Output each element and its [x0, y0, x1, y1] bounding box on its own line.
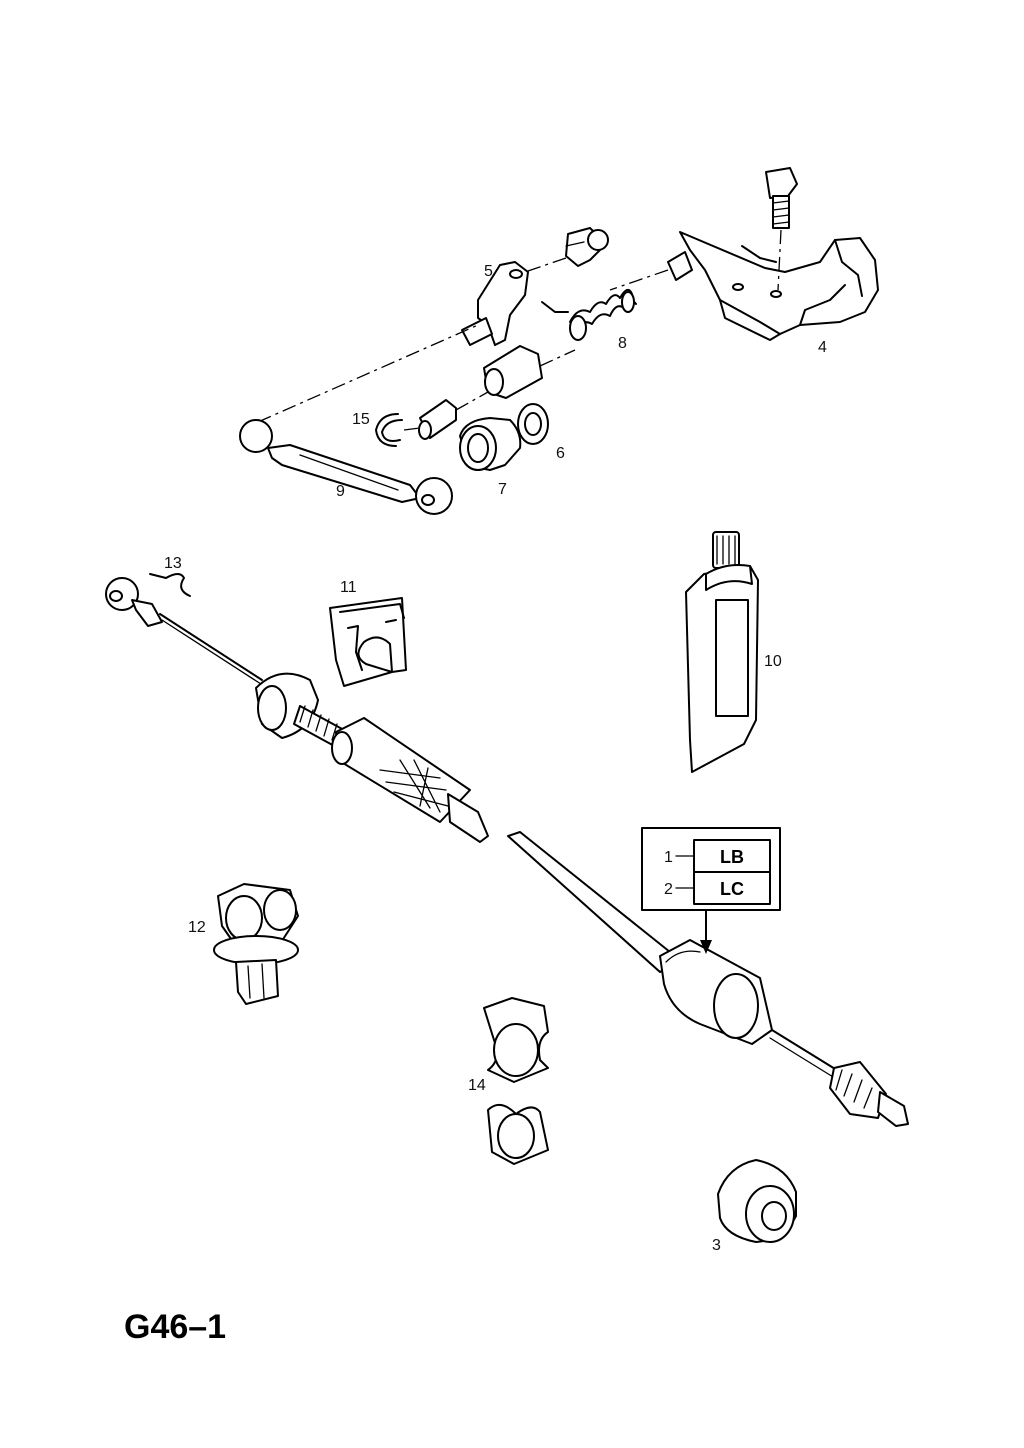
callout-14: 14: [468, 1077, 486, 1094]
callout-7: 7: [498, 481, 507, 498]
variant-lc: LC: [720, 879, 744, 899]
part-15-circlip: [375, 413, 421, 447]
part-3-grommet: [717, 1159, 797, 1243]
part-5-link-plate: [461, 227, 609, 346]
part-12-double-clip: [213, 883, 299, 1005]
callout-12: 12: [188, 919, 206, 936]
part-bush-sleeve: [483, 345, 576, 399]
callout-5: 5: [484, 263, 493, 280]
diagram-reference: G46–1: [124, 1308, 226, 1346]
callout-3: 3: [712, 1237, 721, 1254]
variant-arrow: [700, 909, 712, 954]
callout-8: 8: [618, 335, 627, 352]
cable-assembly: [105, 577, 909, 1127]
part-7-flanged-bush: [459, 417, 522, 471]
part-8-spring: [541, 288, 637, 341]
part-pin: [418, 391, 489, 440]
callout-1: 1: [664, 849, 673, 866]
callout-4: 4: [818, 339, 827, 356]
callout-10: 10: [764, 653, 782, 670]
part-4-lever-bracket: [609, 167, 879, 341]
callout-11: 11: [340, 579, 357, 596]
part-11-u-clip: [329, 597, 407, 687]
part-13-hook-clip: [149, 573, 191, 597]
callout-2: 2: [664, 881, 673, 898]
part-9-rod: [239, 324, 479, 515]
part-6-washer: [517, 403, 549, 445]
callout-9: 9: [336, 483, 345, 500]
callout-15: 15: [352, 411, 370, 428]
part-14-cable-clip: [483, 997, 549, 1165]
variant-lb: LB: [720, 847, 744, 867]
part-10-grease-tube: [685, 531, 759, 773]
callout-13: 13: [164, 555, 182, 572]
callout-6: 6: [556, 445, 565, 462]
variant-table: LB LC: [641, 827, 781, 911]
